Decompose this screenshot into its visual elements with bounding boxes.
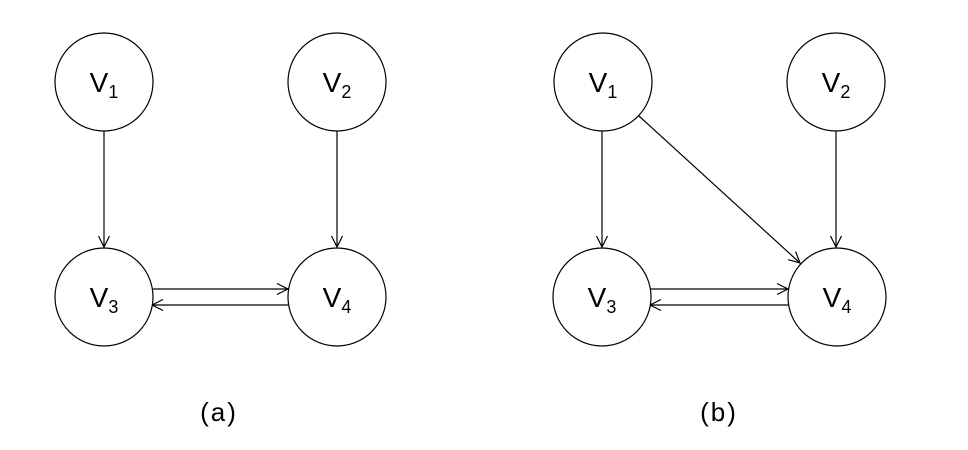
node-V1-label: V1 — [589, 67, 618, 102]
node-V2-circle — [786, 32, 886, 132]
node-V1-circle — [553, 32, 653, 132]
node-V1-circle — [54, 32, 154, 132]
graph-b-caption: (b) — [700, 397, 738, 427]
node-V4-circle — [787, 247, 887, 347]
node-V2-circle — [287, 32, 387, 132]
node-V4-circle — [287, 247, 387, 347]
node-V3-circle — [552, 247, 652, 347]
node-V3-circle — [54, 247, 154, 347]
graph-a-caption: (a) — [200, 397, 238, 427]
edge-V1-to-V4 — [638, 115, 801, 264]
